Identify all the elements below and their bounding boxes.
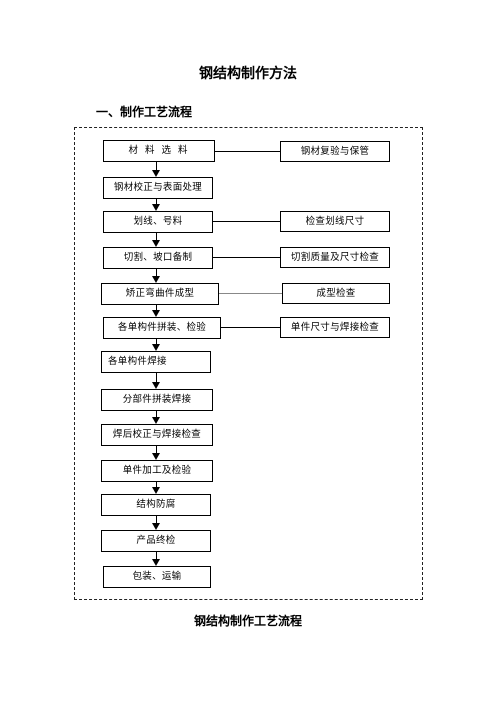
connector-line: [156, 411, 157, 417]
step-final-inspection: 产品终检: [101, 530, 211, 552]
step-bending-forming: 矫正弯曲件成型: [101, 283, 219, 305]
connector-line: [156, 162, 157, 170]
arrow-down-icon: [152, 382, 160, 389]
check-link-line: [221, 327, 280, 328]
connector-line: [156, 516, 157, 523]
check-material-reinspection-storage: 钢材复验与保管: [280, 141, 390, 162]
connector-line: [156, 482, 157, 487]
arrow-down-icon: [152, 453, 160, 460]
step-material-selection: 材 料 选 料: [103, 140, 215, 162]
check-link-line: [215, 151, 280, 152]
connector-line: [156, 305, 157, 310]
step-component-welding: 各单构件焊接: [101, 351, 211, 373]
check-unit-dimensions-welding: 单件尺寸与焊接检查: [280, 317, 390, 338]
connector-line: [156, 339, 157, 344]
connector-line: [156, 233, 157, 240]
flowchart-frame: [74, 127, 423, 600]
check-marking-dimensions: 检查划线尺寸: [280, 211, 390, 232]
arrow-down-icon: [152, 487, 160, 494]
step-component-assembly-inspection: 各单构件拼装、检验: [103, 317, 221, 339]
arrow-down-icon: [152, 204, 160, 211]
step-cutting-bevel: 切割、坡口备制: [103, 247, 213, 269]
figure-caption: 钢结构制作工艺流程: [193, 614, 302, 628]
arrow-down-icon: [152, 559, 160, 566]
step-packing-transport: 包装、运输: [103, 566, 211, 588]
arrow-down-icon: [152, 523, 160, 530]
arrow-down-icon: [152, 344, 160, 351]
connector-line: [156, 446, 157, 453]
arrow-down-icon: [152, 417, 160, 424]
arrow-down-icon: [152, 276, 160, 283]
step-straightening-surface-treatment: 钢材校正与表面处理: [103, 177, 213, 199]
step-anticorrosion: 结构防腐: [101, 494, 211, 516]
document-title: 钢结构制作方法: [199, 66, 297, 82]
check-link-line: [213, 257, 280, 258]
check-link-line: [219, 293, 282, 294]
connector-line: [156, 552, 157, 559]
arrow-down-icon: [152, 240, 160, 247]
arrow-down-icon: [152, 310, 160, 317]
connector-line: [156, 199, 157, 204]
step-post-weld-correction: 焊后校正与焊接检查: [101, 424, 213, 446]
section-heading: 一、制作工艺流程: [96, 105, 193, 119]
check-link-line: [213, 221, 280, 222]
step-marking-layout: 划线、号料: [103, 211, 213, 233]
arrow-down-icon: [152, 170, 160, 177]
step-unit-machining-inspection: 单件加工及检验: [101, 460, 213, 482]
step-subassembly-welding: 分部件拼装焊接: [101, 389, 213, 411]
connector-line: [156, 373, 157, 382]
check-forming: 成型检查: [282, 283, 390, 304]
check-cutting-quality-dimensions: 切割质量及尺寸检查: [280, 247, 390, 268]
connector-line: [156, 269, 157, 276]
